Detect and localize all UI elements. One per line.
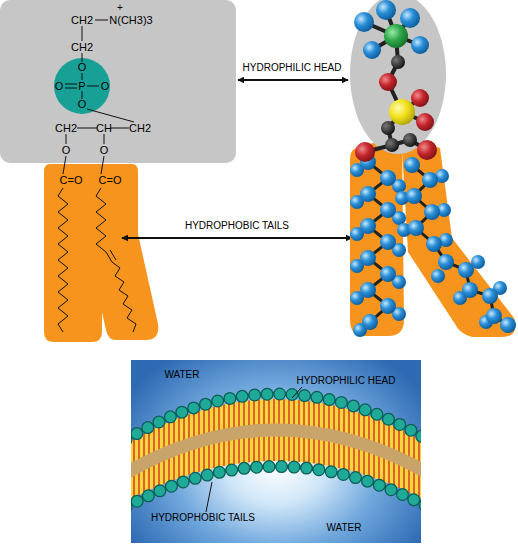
formula-text: O	[78, 99, 87, 110]
model-tails	[350, 142, 516, 337]
formula-text: CH2	[129, 123, 151, 134]
double-arrow	[238, 79, 348, 81]
formula-text: O	[62, 145, 71, 156]
formula-text: N(CH3)3	[109, 15, 152, 26]
formula-text: O	[101, 81, 110, 92]
formula-text: O	[78, 62, 87, 73]
tail-shape: C=O	[86, 164, 160, 340]
node-outline-path	[86, 164, 158, 340]
panel-text: HYDROPHOBIC TAILS	[151, 513, 255, 523]
model-head	[350, 0, 446, 162]
panel-text: WATER	[327, 523, 362, 533]
node-outline	[86, 164, 160, 340]
formula-text: CH2	[55, 123, 77, 134]
formula-text: +	[117, 3, 123, 13]
formula-text: CH2	[71, 42, 93, 53]
carbonyl-text: C=O	[99, 175, 122, 186]
formula-text: O	[55, 81, 64, 92]
panel-text: WATER	[165, 370, 200, 380]
formula-head-box: +CH2N(CH3)3CH2OOPOOCH2CHCH2OO	[0, 0, 236, 163]
arrow-label: HYDROPHILIC HEAD	[243, 63, 342, 73]
formula-text: O	[100, 145, 109, 156]
double-arrow	[122, 237, 352, 239]
formula-text: P	[78, 81, 85, 92]
water-panel: WATER HYDROPHILIC HEAD HYDROPHOBIC TAILS WA…	[131, 360, 421, 543]
formula-text: CH	[96, 123, 112, 134]
panel-text: HYDROPHILIC HEAD	[297, 376, 396, 386]
carbonyl-text: C=O	[60, 175, 83, 186]
arrow-label: HYDROPHOBIC TAILS	[185, 221, 289, 231]
formula-text: CH2	[71, 15, 93, 26]
